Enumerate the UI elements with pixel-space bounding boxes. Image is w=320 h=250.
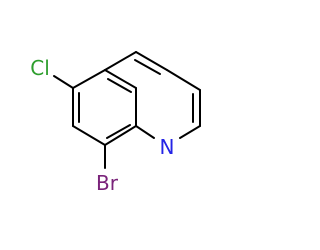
bond-c4-c3 [135, 51, 168, 71]
bond-c8-c7 [104, 125, 137, 146]
bond-n-c8a [135, 125, 155, 139]
bond-c1-n [179, 125, 201, 139]
structure-canvas: Cl N Br [30, 51, 201, 195]
bond-group [53, 51, 201, 169]
atom-label-br: Br [96, 171, 119, 195]
bond-c4a-c8a [104, 69, 137, 89]
bond-c7-c6 [72, 125, 106, 146]
double-bond-c4-c3 [134, 59, 161, 75]
double-bond-c8-c7 [106, 124, 131, 139]
bond-c4a-c4 [104, 51, 137, 71]
bond-c3-c2 [166, 69, 201, 91]
molecule-diagram: Cl N Br [30, 51, 201, 195]
bond-c6-cl [53, 75, 74, 89]
atom-label-cl: Cl [30, 56, 50, 80]
atom-label-n: N [160, 135, 175, 159]
double-bond-c4a-c8a [107, 78, 132, 93]
bond-c5-c4a [72, 69, 106, 89]
